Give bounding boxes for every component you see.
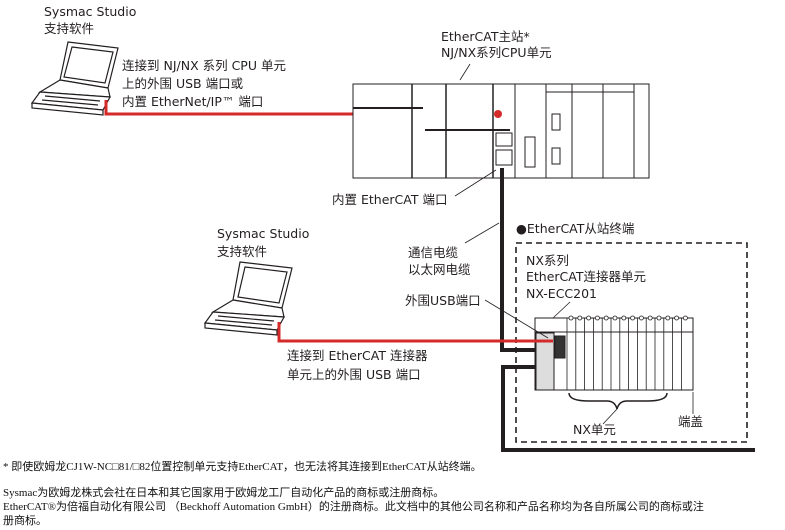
master-port-label: 内置 EtherCAT 端口 — [332, 192, 448, 207]
slave-unit: EtherCAT连接器单元 — [526, 269, 646, 284]
end-cover-label: 端盖 — [678, 414, 704, 429]
pc2-title: Sysmac Studio — [217, 226, 310, 241]
nx-ecc201-slave-terminal — [534, 317, 694, 391]
pc1-conn-2: 上的外围 USB 端口或 — [122, 76, 244, 91]
nx-unit-terminal — [586, 315, 591, 321]
nx-unit-terminal — [603, 315, 609, 321]
ethercat-cable-out — [501, 365, 755, 452]
pc1-title: Sysmac Studio — [44, 4, 137, 19]
nx-units-label: NX单元 — [573, 422, 616, 437]
nx-unit-terminal — [674, 315, 679, 321]
cable-label-2: 以太网电缆 — [408, 262, 471, 277]
slave-model: NX-ECC201 — [526, 286, 598, 301]
nx-unit-terminal — [665, 315, 671, 321]
usb-port-label: 外围USB端口 — [405, 293, 481, 308]
footnote-4: 册商标。 — [3, 515, 47, 527]
laptop-2-icon — [203, 261, 293, 336]
nx-unit-terminal — [630, 315, 635, 321]
pc1-subtitle: 支持软件 — [44, 21, 95, 36]
footnote-1: * 即使欧姆龙CJ1W-NC□81/□82位置控制单元支持EtherCAT，也无… — [3, 461, 482, 473]
nx-unit-terminal — [621, 315, 627, 321]
pc2-subtitle: 支持软件 — [217, 244, 268, 259]
cable-label-1: 通信电缆 — [408, 245, 459, 260]
slave-title: ●EtherCAT从站终端 — [516, 221, 635, 236]
nx-unit-terminal — [647, 315, 653, 321]
ethercat-cable-in — [500, 168, 538, 352]
nx-unit-terminal — [656, 315, 662, 321]
pc2-conn-1: 连接到 EtherCAT 连接器 — [287, 348, 428, 363]
pc1-conn-3: 内置 EtherNet/IP™ 端口 — [122, 94, 264, 109]
pc1-conn-1: 连接到 NJ/NX 系列 CPU 单元 — [122, 58, 286, 73]
nx-unit-terminal — [595, 315, 600, 321]
nx-unit-terminal — [568, 315, 574, 321]
footnote-2: Sysmac为欧姆龙株式会社在日本和其它国家用于欧姆龙工厂自动化产品的商标或注册… — [3, 487, 445, 499]
slave-series: NX系列 — [526, 253, 569, 268]
nx-unit-terminal — [577, 315, 583, 321]
pc2-conn-2: 单元上的外围 USB 端口 — [287, 367, 421, 382]
nx-unit-terminal — [639, 315, 644, 321]
nj-nx-cpu-unit — [352, 83, 650, 179]
master-label-1: EtherCAT主站* — [441, 29, 530, 44]
usb-cable-2 — [277, 322, 553, 343]
nx-unit-terminal — [683, 315, 688, 321]
nx-unit-terminal — [612, 315, 618, 321]
footnote-3: EtherCAT®为倍福自动化有限公司 （Beckhoff Automation… — [3, 501, 704, 513]
master-label-2: NJ/NX系列CPU单元 — [441, 45, 552, 60]
laptop-1-icon — [30, 41, 119, 116]
